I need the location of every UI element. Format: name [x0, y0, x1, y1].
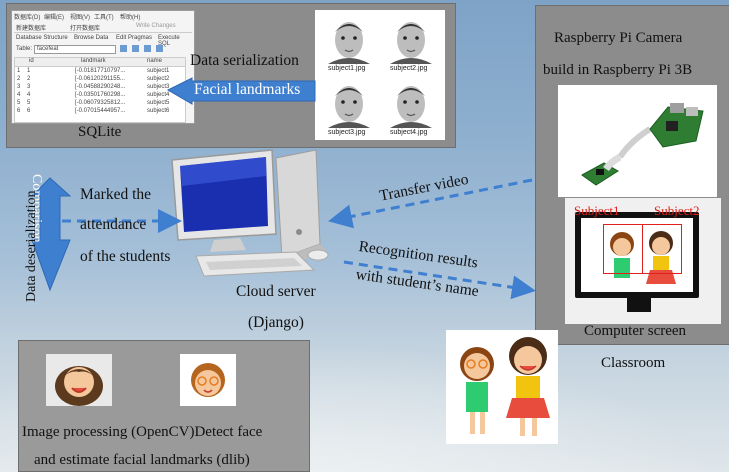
tab-browse-data[interactable]: Browse Data	[74, 35, 109, 41]
toolbar-icon-3[interactable]	[144, 45, 151, 52]
face-thumbnail: subject2.jpg	[384, 14, 438, 74]
table-cell: subject5	[147, 100, 170, 106]
classroom-label: Classroom	[601, 355, 666, 371]
table-cell: [-0.07015444957...	[75, 108, 126, 114]
subject1-label: Subject1	[574, 203, 620, 218]
table-cell: [-0.03501760298...	[75, 92, 126, 98]
table-cell: [-0.06079325812...	[75, 100, 126, 106]
table-select[interactable]: facefeat	[34, 45, 116, 54]
tab-execute-sql[interactable]: Execute SQL	[158, 35, 180, 47]
toolbar-open-db[interactable]: 打开数据库	[70, 26, 101, 32]
raspberry-pi-photo	[558, 85, 717, 197]
table-cell: 1	[17, 68, 21, 74]
data-serialization-label: Data serialization	[190, 52, 299, 69]
recognition-results-arrow	[343, 260, 536, 300]
menu-item-edit[interactable]: 编辑(E)	[44, 15, 64, 21]
column-header-name: name	[147, 58, 163, 64]
table-cell: 6	[27, 108, 31, 114]
table-cell: 1	[27, 68, 31, 74]
table-cell: subject3	[147, 84, 170, 90]
table-cell: [-0.01817710797...	[75, 68, 126, 74]
table-cell: subject6	[147, 108, 170, 114]
toolbar-icon-2[interactable]	[132, 45, 139, 52]
menu-item-view[interactable]: 视图(V)	[70, 15, 90, 21]
sqlite-window: 数据库(D) 编辑(E) 视图(V) 工具(T) 帮助(H) 新建数据库 打开数…	[11, 10, 195, 124]
sqlite-menubar: 数据库(D) 编辑(E) 视图(V) 工具(T) 帮助(H)	[14, 12, 192, 21]
raspberry-pi-board-icon	[581, 103, 704, 186]
face-caption: subject4.jpg	[390, 129, 428, 136]
tab-database-structure[interactable]: Database Structure	[16, 35, 68, 41]
face-thumbnail: subject3.jpg	[322, 78, 376, 138]
face-photo-icon	[390, 86, 432, 128]
toolbar-icon-1[interactable]	[120, 45, 127, 52]
toolbar-new-db[interactable]: 新建数据库	[16, 26, 47, 32]
table-cell: 5	[27, 100, 31, 106]
sqlite-toolbar: 新建数据库 打开数据库 Write Changes	[14, 22, 192, 33]
face-caption: subject1.jpg	[328, 65, 366, 72]
toolbar-icon-4[interactable]	[156, 45, 163, 52]
subject2-box	[642, 224, 682, 274]
face-caption: subject2.jpg	[390, 65, 428, 72]
marked-label-line2: attendance	[80, 216, 147, 233]
face-photo-icon	[390, 22, 432, 64]
grid-header: id landmark name	[15, 58, 185, 67]
face-caption: subject3.jpg	[328, 129, 366, 136]
marked-label-line3: of the students	[80, 248, 171, 265]
toolbar-write-changes[interactable]: Write Changes	[136, 23, 176, 29]
sqlite-tabs: Database Structure Browse Data Edit Prag…	[14, 35, 192, 47]
camera-label-line2: build in Raspberry Pi 3B	[543, 62, 693, 78]
face-thumbnail: subject1.jpg	[322, 14, 376, 74]
table-cell: subject4	[147, 92, 170, 98]
table-cell: 4	[27, 92, 31, 98]
column-header-id: id	[29, 58, 34, 64]
table-cell: 3	[27, 84, 31, 90]
processing-label-line2: and estimate facial landmarks (dlib)	[34, 452, 250, 468]
sqlite-label: SQLite	[78, 124, 122, 140]
tab-edit-pragmas[interactable]: Edit Pragmas	[116, 35, 153, 41]
menu-item-database[interactable]: 数据库(D)	[14, 15, 41, 21]
menu-item-help[interactable]: 帮助(H)	[120, 15, 141, 21]
processing-label-line1: Image processing (OpenCV)Detect face	[22, 424, 263, 440]
cloud-server-label: Cloud server	[236, 283, 316, 300]
table-cell: 2	[17, 76, 21, 82]
face-thumbnail: subject4.jpg	[384, 78, 438, 138]
camera-label-line1: Raspberry Pi Camera	[554, 30, 683, 46]
computer-screen-label: Computer screen	[584, 323, 687, 339]
table-cell: 2	[27, 76, 31, 82]
table-cell: 6	[17, 108, 21, 114]
table-cell: subject2	[147, 76, 170, 82]
face-photo-icon	[328, 22, 370, 64]
transfer-video-arrow	[328, 178, 533, 229]
facial-landmarks-label: Facial landmarks	[194, 81, 301, 98]
table-cell: subject1	[147, 68, 170, 74]
table-cell: [-0.04588290248...	[75, 84, 126, 90]
table-selector: Table: facefeat	[14, 45, 192, 54]
marked-label-line1: Marked the	[80, 186, 152, 203]
column-header-landmark: landmark	[81, 58, 106, 64]
table-cell: [-0.06120291155...	[75, 76, 125, 82]
subject2-label: Subject2	[654, 203, 700, 218]
face-photo-icon	[328, 86, 370, 128]
menu-item-tools[interactable]: 工具(T)	[94, 15, 114, 21]
table-label: Table:	[16, 46, 33, 52]
table-cell: 4	[17, 92, 21, 98]
table-cell: 5	[17, 100, 21, 106]
table-cell: 3	[17, 84, 21, 90]
django-label: (Django)	[248, 314, 304, 331]
